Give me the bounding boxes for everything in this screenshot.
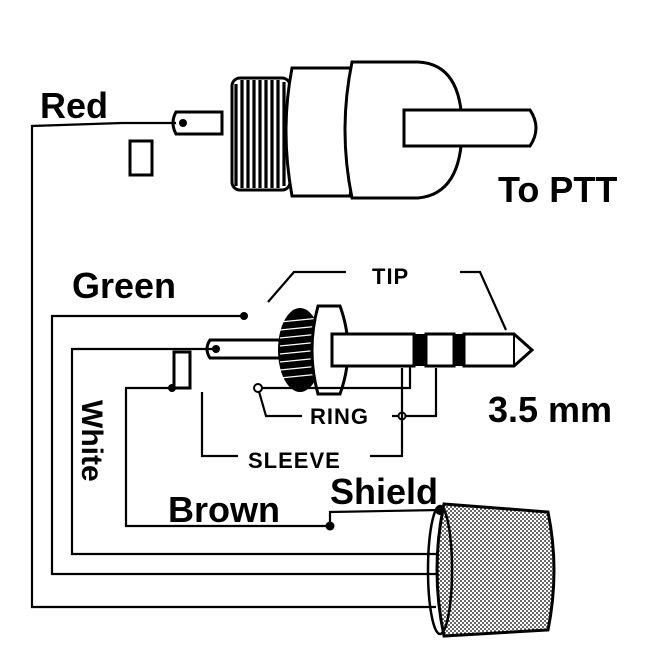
sleeve-pointer [200, 368, 404, 458]
brown-label: Brown [168, 489, 280, 530]
size-label: 3.5 mm [488, 389, 612, 430]
to-ptt-label: To PTT [498, 169, 617, 210]
shield-label: Shield [330, 471, 438, 512]
shielded-cable [426, 502, 556, 638]
sleeve-label: SLEEVE [248, 448, 341, 473]
tip-pointer [267, 270, 508, 331]
wires [30, 121, 445, 609]
red-label: Red [40, 85, 108, 126]
white-label: White [75, 400, 108, 482]
green-label: Green [72, 265, 176, 306]
ring-label: RING [310, 404, 369, 429]
audio-plug [172, 304, 535, 396]
ptt-connector [128, 60, 538, 200]
tip-label: TIP [372, 264, 409, 289]
